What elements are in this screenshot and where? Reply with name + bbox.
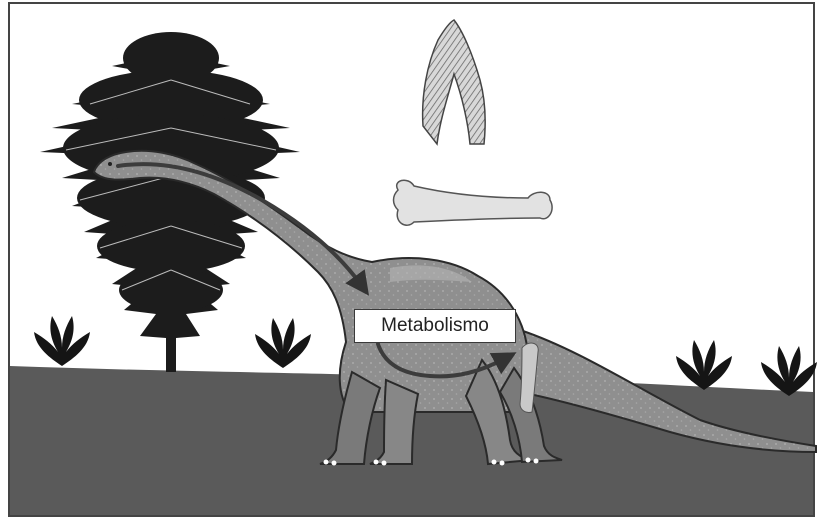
metabolism-label: Metabolismo (354, 309, 516, 343)
